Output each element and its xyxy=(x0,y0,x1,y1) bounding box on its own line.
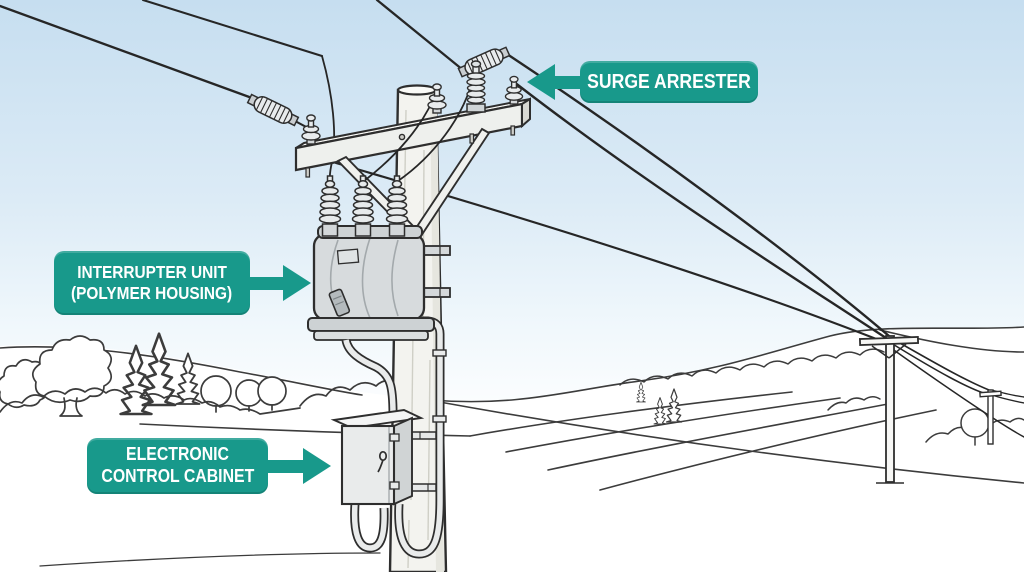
tree-blob-big xyxy=(31,335,113,404)
conductor-left-1 xyxy=(0,4,254,100)
cabinet-door xyxy=(340,424,396,506)
surge-arrester-device xyxy=(466,60,486,113)
control-cabinet-arrow-shaft xyxy=(267,459,303,473)
nameplate xyxy=(336,248,360,265)
hinge-bottom xyxy=(389,481,400,490)
hill-right xyxy=(429,326,1024,403)
hill-far-right xyxy=(879,329,1024,353)
interrupter-unit-callout: INTERRUPTER UNIT (POLYMER HOUSING) xyxy=(54,251,311,315)
crossarm-bolt xyxy=(398,133,406,141)
interrupter-unit-arrow-icon xyxy=(283,265,311,301)
far-span-exit-1 xyxy=(990,389,1024,398)
control-cabinet-label: ELECTRONIC CONTROL CABINET xyxy=(87,438,268,494)
span-conductor-1 xyxy=(502,50,891,338)
hinge-top xyxy=(389,433,400,442)
shrubs-right xyxy=(619,348,1024,446)
furrow-3 xyxy=(547,403,889,471)
bush-row-left xyxy=(0,387,301,415)
control-cabinet-device xyxy=(330,409,437,506)
ground-sweep xyxy=(433,400,1024,484)
tank-base xyxy=(313,330,429,341)
ground-bottom xyxy=(39,552,381,567)
control-cabinet-arrow-icon xyxy=(303,448,331,484)
conductor-top xyxy=(375,0,465,72)
conductor-left-2 xyxy=(141,0,324,58)
interrupter-unit-label-line1: INTERRUPTER UNIT xyxy=(77,261,227,282)
furrow-1 xyxy=(469,391,793,437)
round-tree xyxy=(257,376,287,406)
door-handle xyxy=(377,450,388,473)
distant-pole xyxy=(858,335,920,484)
surge-arrester-label: SURGE ARRESTER xyxy=(580,61,758,103)
surge-arrester-arrow-shaft xyxy=(555,75,581,89)
cabinet-side xyxy=(393,416,413,506)
surge-arrester-callout: SURGE ARRESTER xyxy=(527,60,758,104)
control-cabinet-callout: ELECTRONIC CONTROL CABINET xyxy=(87,438,331,494)
furrow-2 xyxy=(505,397,841,453)
interrupter-unit-label-line2: (POLYMER HOUSING) xyxy=(71,283,233,303)
interrupter-unit-label: INTERRUPTER UNIT (POLYMER HOUSING) xyxy=(54,251,250,315)
control-cabinet-label-line1: ELECTRONIC xyxy=(126,444,229,465)
far-small-pole xyxy=(979,389,1002,445)
surge-arrester-label-text: SURGE ARRESTER xyxy=(587,70,751,93)
conduit-u-left xyxy=(350,503,389,553)
span-conductor-2 xyxy=(512,80,891,342)
tree-cluster-left xyxy=(0,332,429,417)
tree-trunk xyxy=(59,397,83,417)
interrupter-unit-device xyxy=(307,175,451,341)
interrupter-unit-arrow-shaft xyxy=(249,276,283,290)
surge-arrester-arrow-icon xyxy=(527,64,555,100)
tank-skirt xyxy=(307,317,435,332)
far-span-1 xyxy=(890,337,990,391)
conduit-s xyxy=(341,338,398,415)
far-span-3 xyxy=(890,347,1024,438)
control-cabinet-label-line2: CONTROL CABINET xyxy=(101,466,254,486)
conduit-riser xyxy=(394,316,447,559)
